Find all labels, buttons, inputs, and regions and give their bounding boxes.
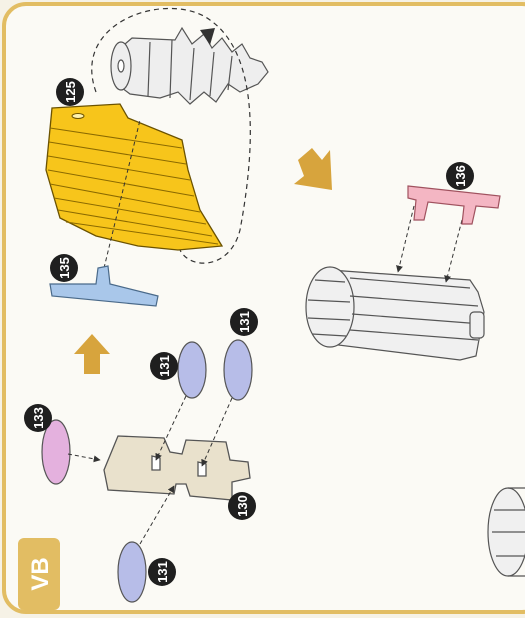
svg-text:135: 135: [57, 257, 72, 279]
grey-cylinder-partial-part: [488, 488, 525, 576]
part-badge-125: 125: [56, 78, 84, 106]
part-badge-135: 135: [50, 254, 78, 282]
svg-text:VB: VB: [27, 557, 54, 590]
violet-disc-131-top-right: [224, 340, 252, 400]
svg-text:125: 125: [63, 81, 78, 103]
svg-text:130: 130: [235, 495, 250, 517]
grey-cylinder-body-part: [306, 267, 484, 360]
svg-text:131: 131: [157, 355, 172, 377]
magenta-disc-133: [42, 420, 70, 484]
part-badge-131-right: 131: [230, 308, 258, 336]
part-badge-131-bottom: 131: [148, 558, 176, 586]
part-badge-131-left: 131: [150, 352, 178, 380]
part-badge-133: 133: [24, 404, 52, 432]
svg-text:131: 131: [155, 561, 170, 583]
svg-text:136: 136: [453, 165, 468, 187]
part-badge-136: 136: [446, 162, 474, 190]
violet-disc-131-top-left: [178, 342, 206, 398]
part-badge-130: 130: [228, 492, 256, 520]
svg-text:131: 131: [237, 311, 252, 333]
violet-disc-131-bottom: [118, 542, 146, 602]
step-tab: VB: [18, 538, 60, 610]
svg-text:133: 133: [31, 407, 46, 429]
